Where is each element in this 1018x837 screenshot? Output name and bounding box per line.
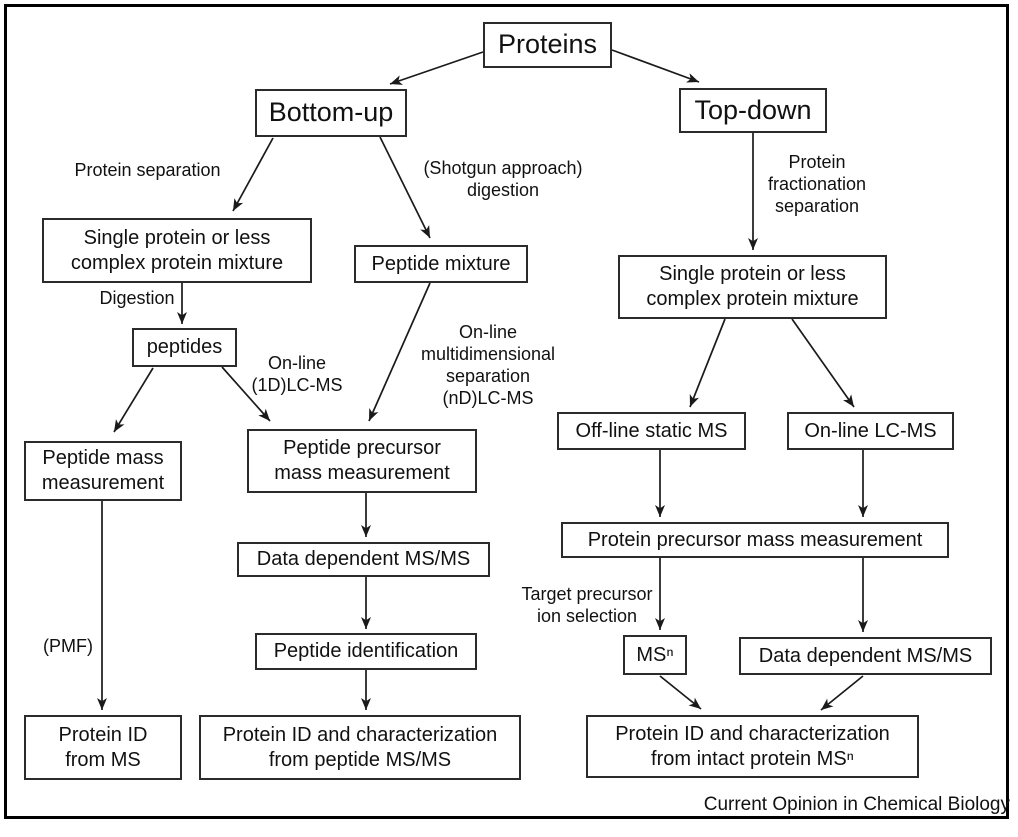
node-data-dependent-msms-right: Data dependent MS/MS [739, 637, 992, 675]
diagram-border [4, 4, 1009, 819]
node-peptides: peptides [132, 328, 237, 367]
node-msn: MSⁿ [623, 635, 687, 675]
node-single-protein-left: Single protein or less complex protein m… [42, 218, 312, 283]
arrow-peptides-peptideprecursor [221, 366, 271, 422]
label-target-precursor: Target precursor ion selection [521, 584, 653, 626]
arrow-singleright-online [791, 318, 855, 408]
node-online-lc-ms: On-line LC-MS [787, 412, 954, 450]
node-peptide-identification: Peptide identification [255, 633, 477, 670]
arrow-proteins-bottomup [389, 51, 484, 85]
label-online-1d-lc-ms: On-line (1D)LC-MS [251, 353, 343, 395]
arrow-proteins-topdown [611, 49, 700, 83]
node-peptide-mixture: Peptide mixture [354, 245, 528, 283]
label-online-multidimensional: On-line multidimensional separation (nD)… [420, 322, 556, 408]
label-protein-fractionation: Protein fractionation separation [767, 152, 867, 216]
label-pmf: (PMF) [43, 636, 93, 656]
label-protein-separation: Protein separation [74, 160, 221, 180]
node-data-dependent-msms-mid: Data dependent MS/MS [237, 542, 490, 577]
arrow-datadepright-proteinidintact [820, 675, 864, 711]
node-peptide-mass-measurement: Peptide mass measurement [24, 441, 182, 501]
node-offline-static-ms: Off-line static MS [557, 412, 746, 450]
node-proteins: Proteins [483, 22, 612, 68]
arrow-peptidemixture-peptideprecursor [368, 282, 431, 422]
arrow-peptides-peptidemass [113, 367, 154, 433]
journal-caption: Current Opinion in Chemical Biology [703, 794, 1010, 815]
arrow-singleright-offline [689, 318, 726, 408]
node-protein-precursor: Protein precursor mass measurement [561, 522, 949, 558]
node-protein-id-from-ms: Protein ID from MS [24, 715, 182, 780]
arrow-msn-proteinidintact [659, 675, 702, 710]
arrow-bottomup-peptidemixture [379, 136, 431, 239]
node-peptide-precursor: Peptide precursor mass measurement [247, 429, 477, 493]
node-protein-id-peptide-msms: Protein ID and characterization from pep… [199, 715, 521, 780]
arrow-bottomup-singleleft [232, 137, 274, 212]
node-protein-id-intact-msn: Protein ID and characterization from int… [586, 715, 919, 778]
node-single-protein-right: Single protein or less complex protein m… [618, 255, 887, 319]
node-bottom-up: Bottom-up [255, 89, 407, 137]
label-shotgun-digestion: (Shotgun approach) digestion [423, 158, 583, 200]
label-digestion: Digestion [99, 288, 175, 308]
node-top-down: Top-down [679, 88, 827, 133]
